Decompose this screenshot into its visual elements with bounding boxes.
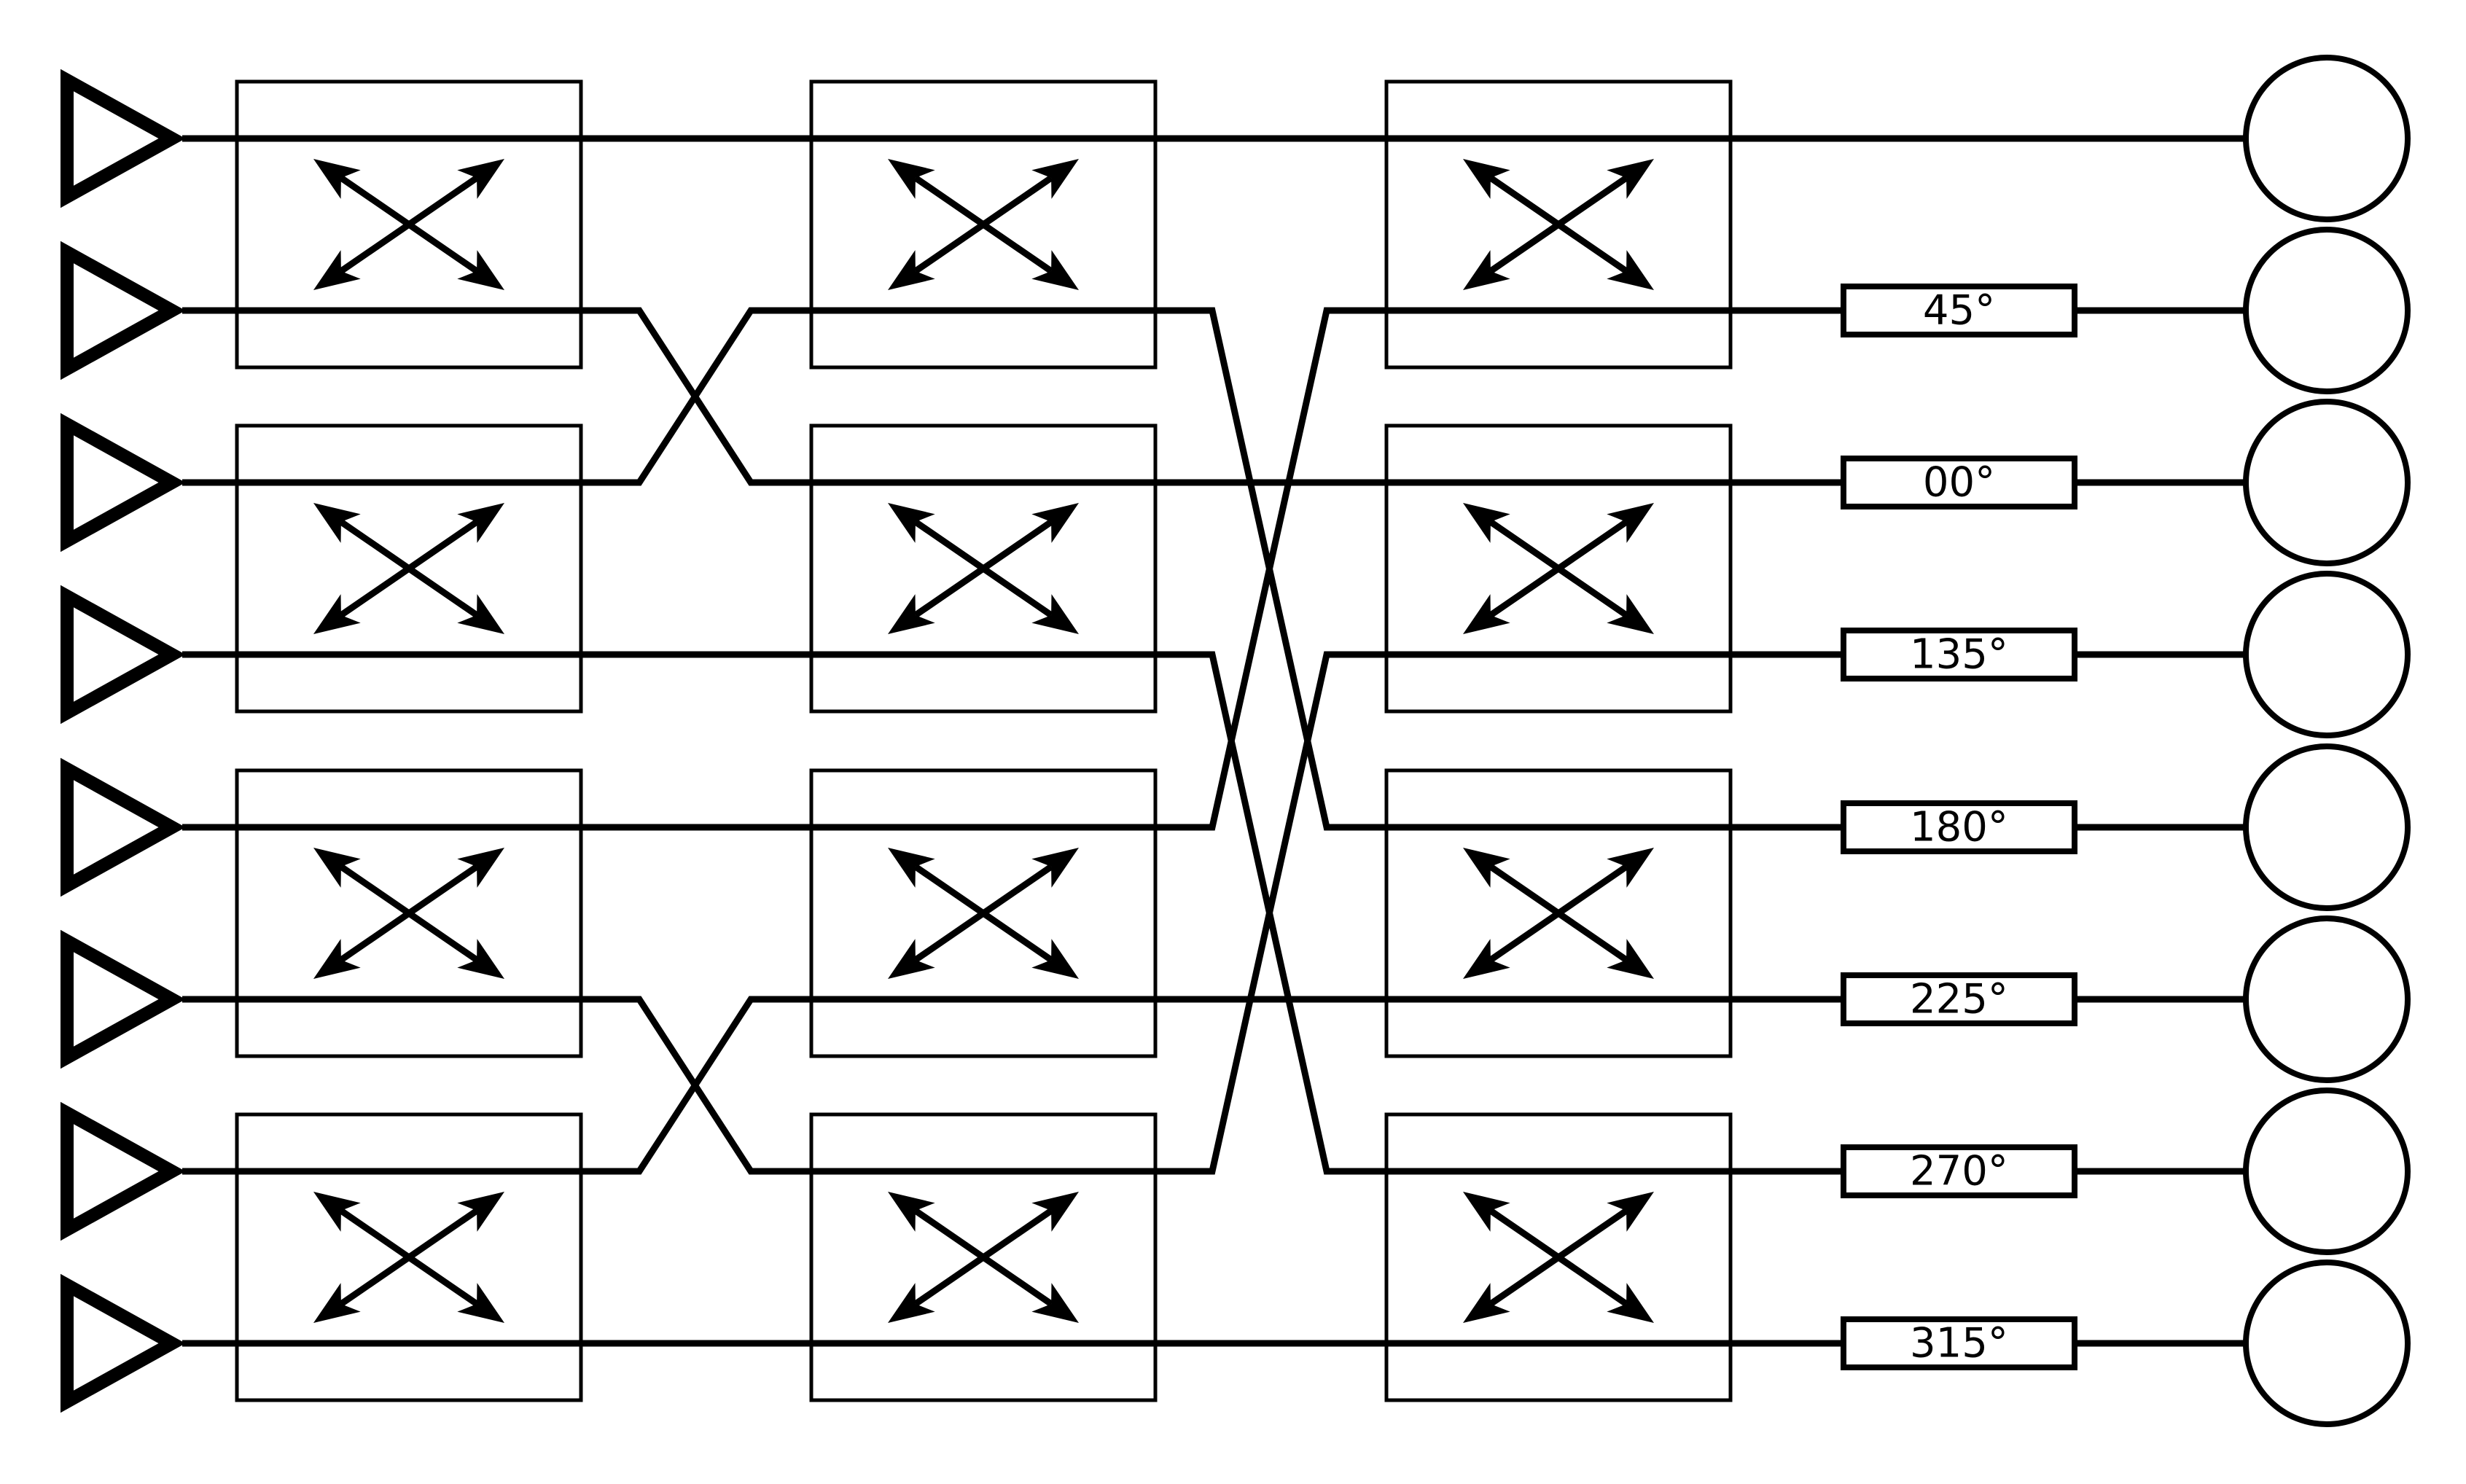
crossover-line	[1155, 651, 1386, 1175]
crossover-line	[581, 996, 811, 1175]
arrowhead-icon	[457, 503, 504, 543]
arrowhead-icon	[1463, 939, 1510, 979]
arrowhead-icon	[1031, 939, 1079, 979]
phase-shifter-box	[1841, 1316, 2077, 1370]
arrowhead-icon	[457, 594, 504, 634]
phase-shifter-label: 315°	[1910, 1320, 2008, 1367]
phase-shifter-box	[1841, 284, 2077, 337]
crossed-arrows-shaft	[1488, 1208, 1628, 1307]
arrowhead-icon	[888, 594, 935, 634]
arrowhead-icon	[1607, 1192, 1654, 1232]
arrowhead-icon	[888, 503, 935, 543]
arrowhead-icon	[313, 250, 361, 290]
arrowhead-icon	[1463, 503, 1510, 543]
arrowhead-icon	[313, 1283, 361, 1323]
arrowhead-icon	[888, 939, 935, 979]
phase-shifter-label: 45°	[1923, 287, 1995, 335]
antenna-circle	[2243, 55, 2411, 222]
arrowhead-icon	[313, 503, 361, 543]
crossed-arrows-shaft	[913, 175, 1053, 274]
arrowhead-icon	[1607, 939, 1654, 979]
arrowhead-icon	[1031, 848, 1079, 888]
arrowhead-icon	[457, 1192, 504, 1232]
phase-shifter-label: 270°	[1910, 1148, 2008, 1195]
arrowhead-icon	[313, 1192, 361, 1232]
arrowhead-icon	[1607, 250, 1654, 290]
antenna-circle	[2243, 399, 2411, 566]
arrowhead-icon	[313, 159, 361, 199]
arrowhead-icon	[313, 848, 361, 888]
crossover-line	[1155, 307, 1386, 831]
phase-shifter-box	[1841, 628, 2077, 682]
arrowhead-icon	[888, 1192, 935, 1232]
phase-shifter-label: 135°	[1910, 631, 2008, 679]
arrowhead-icon	[888, 848, 935, 888]
arrowhead-icon	[1463, 1283, 1510, 1323]
crossed-arrows-shaft	[913, 519, 1053, 618]
arrowhead-icon	[457, 939, 504, 979]
phase-shifter-box	[1841, 972, 2077, 1026]
phase-shifter-box	[1841, 800, 2077, 854]
arrowhead-icon	[1607, 159, 1654, 199]
crossover-line	[581, 307, 811, 486]
phase-shifter-label: 225°	[1910, 976, 2008, 1023]
arrowhead-icon	[1031, 1283, 1079, 1323]
arrowhead-icon	[888, 1283, 935, 1323]
antenna-circle	[2243, 743, 2411, 911]
arrowhead-icon	[313, 939, 361, 979]
amplifier-icon	[61, 585, 186, 725]
arrowhead-icon	[1463, 1192, 1510, 1232]
arrowhead-icon	[1463, 594, 1510, 634]
arrowhead-icon	[1607, 848, 1654, 888]
arrowhead-icon	[1607, 1283, 1654, 1323]
arrowhead-icon	[457, 159, 504, 199]
crossed-arrows-shaft	[913, 1208, 1053, 1307]
phase-shifter-box	[1841, 456, 2077, 509]
amplifier-icon	[61, 929, 186, 1069]
crossed-arrows-shaft	[913, 864, 1053, 963]
amplifier-icon	[61, 241, 186, 380]
arrowhead-icon	[1607, 594, 1654, 634]
amplifier-icon	[61, 69, 186, 208]
crossed-arrows-shaft	[339, 1208, 479, 1307]
crossed-arrows-shaft	[339, 519, 479, 618]
crossed-arrows-shaft	[339, 864, 479, 963]
arrowhead-icon	[888, 159, 935, 199]
amplifier-icon	[61, 1273, 186, 1413]
arrowhead-icon	[1607, 503, 1654, 543]
arrowhead-icon	[888, 250, 935, 290]
amplifier-icon	[61, 413, 186, 552]
arrowhead-icon	[313, 594, 361, 634]
arrowhead-icon	[1463, 848, 1510, 888]
crossed-arrows-shaft	[339, 175, 479, 274]
arrowhead-icon	[1463, 250, 1510, 290]
antenna-circle	[2243, 915, 2411, 1083]
arrowhead-icon	[1031, 159, 1079, 199]
arrowhead-icon	[457, 1283, 504, 1323]
crossed-arrows-shaft	[1488, 519, 1628, 618]
arrowhead-icon	[1031, 1192, 1079, 1232]
arrowhead-icon	[457, 848, 504, 888]
arrowhead-icon	[1463, 159, 1510, 199]
crossed-arrows-shaft	[1488, 864, 1628, 963]
antenna-circle	[2243, 1260, 2411, 1427]
antenna-circle	[2243, 1087, 2411, 1255]
arrowhead-icon	[457, 250, 504, 290]
amplifier-icon	[61, 1101, 186, 1241]
crossed-arrows-shaft	[1488, 175, 1628, 274]
phase-shifter-label: 00°	[1923, 459, 1995, 507]
hybrid-coupler-box	[809, 1112, 1158, 1402]
arrowhead-icon	[1031, 250, 1079, 290]
arrowhead-icon	[1031, 503, 1079, 543]
antenna-circle	[2243, 571, 2411, 738]
arrowhead-icon	[1031, 594, 1079, 634]
amplifier-icon	[61, 757, 186, 897]
phase-shifter-label: 180°	[1910, 804, 2008, 851]
antenna-circle	[2243, 227, 2411, 394]
phase-shifter-box	[1841, 1144, 2077, 1198]
